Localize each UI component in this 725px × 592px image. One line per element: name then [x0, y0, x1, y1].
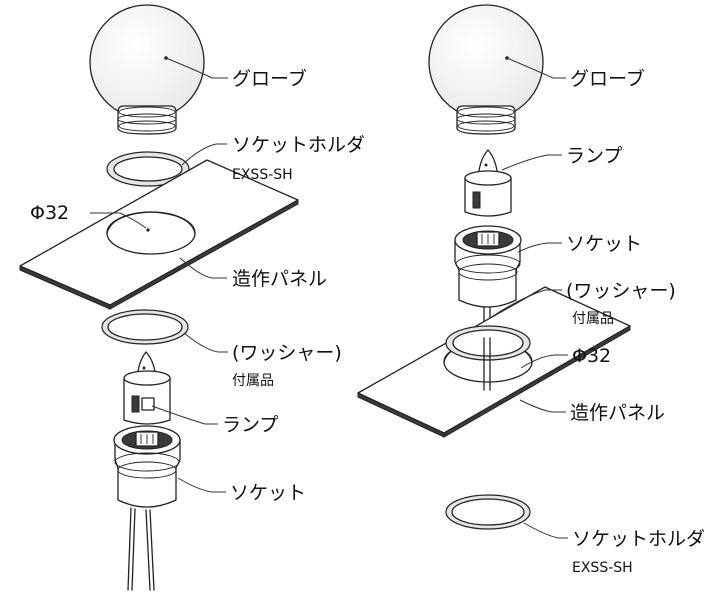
left-label-hole-diameter: Φ32	[30, 202, 69, 224]
left-label-socket: ソケット	[230, 482, 306, 504]
right-washer	[445, 325, 531, 391]
left-socket	[113, 425, 181, 591]
right-label-socket-holder: ソケットホルダ	[572, 528, 705, 550]
left-label-lamp: ランプ	[222, 414, 278, 436]
right-label-washer-note: 付属品	[572, 311, 614, 327]
right-socket	[454, 225, 522, 386]
right-label-globe: グローブ	[570, 67, 645, 90]
left-leaders	[90, 57, 228, 493]
right-lamp	[464, 149, 512, 217]
left-globe	[89, 4, 205, 135]
left-label-globe: グローブ	[232, 67, 307, 90]
right-label-hole-diameter: Φ32	[572, 345, 611, 367]
right-label-washer: (ワッシャー)	[566, 280, 676, 302]
right-label-socket-holder-model: EXSS-SH	[572, 560, 633, 576]
right-label-lamp: ランプ	[566, 145, 622, 167]
left-label-washer: (ワッシャー)	[232, 342, 342, 364]
left-washer	[101, 309, 189, 345]
left-panel	[19, 159, 299, 310]
right-globe	[428, 4, 544, 135]
left-label-socket-holder: ソケットホルダ	[232, 134, 365, 156]
left-label-panel: 造作パネル	[232, 268, 327, 290]
right-label-panel: 造作パネル	[570, 402, 665, 424]
right-leaders	[489, 57, 568, 539]
left-label-socket-holder-model: EXSS-SH	[232, 167, 293, 183]
right-socket-holder-ring	[445, 494, 531, 530]
left-label-washer-note: 付属品	[232, 373, 274, 389]
left-socket-holder-ring	[106, 151, 190, 187]
right-label-socket: ソケット	[566, 233, 642, 255]
left-lamp	[123, 351, 171, 425]
